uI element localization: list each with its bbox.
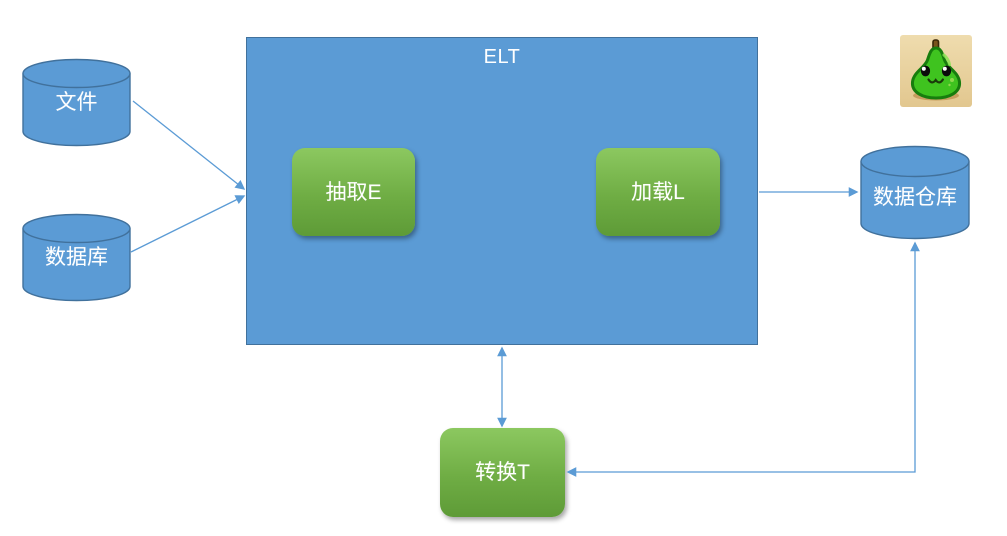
pear-spot [950, 78, 954, 82]
pear-right-eye [941, 65, 952, 77]
pear-highlight [942, 53, 951, 66]
right-eye-highlight [942, 66, 947, 71]
extract-node: 抽取E [292, 148, 415, 236]
left-eye-highlight [921, 66, 926, 71]
database-cylinder-shape [22, 213, 131, 302]
extract-node-label: 抽取E [325, 180, 382, 204]
transform-node: 转换T [440, 428, 565, 517]
warehouse-cylinder-shape [860, 145, 970, 240]
pear-left-eye [920, 65, 931, 77]
transform-node-label: 转换T [475, 461, 530, 484]
file-cylinder-shape [22, 58, 131, 147]
pear-mouth [927, 78, 944, 84]
pear-spot-small [948, 83, 951, 87]
load-node: 加载L [596, 148, 720, 236]
pear-mascot-logo [900, 35, 972, 107]
arrow-file-to-elt [132, 100, 246, 190]
arrow-database-to-elt [130, 195, 246, 253]
pear-body [910, 46, 962, 100]
load-node-label: 加载L [631, 180, 685, 204]
elt-title: ELT [483, 46, 521, 68]
